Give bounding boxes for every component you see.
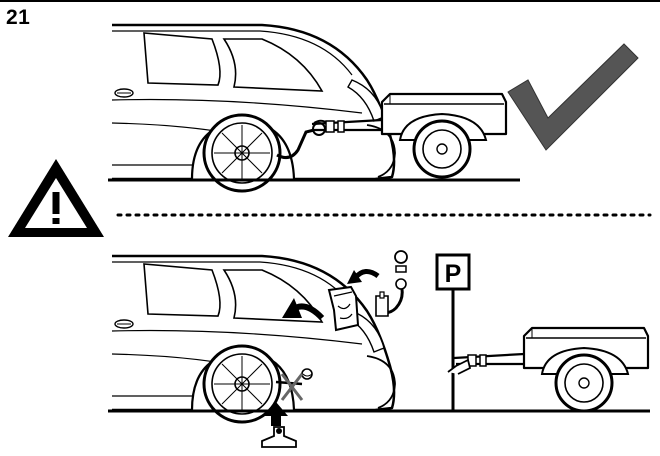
towball-part-icon — [262, 427, 296, 447]
parked-trailer — [448, 328, 648, 411]
warning-triangle-icon — [8, 159, 104, 237]
checkmark-icon — [508, 44, 638, 150]
parking-letter: P — [445, 260, 462, 288]
tow-ball-icon — [376, 251, 407, 316]
curved-arrow-small-icon — [347, 270, 378, 284]
parking-sign-icon: P — [437, 255, 469, 411]
correct-scene — [108, 25, 520, 191]
